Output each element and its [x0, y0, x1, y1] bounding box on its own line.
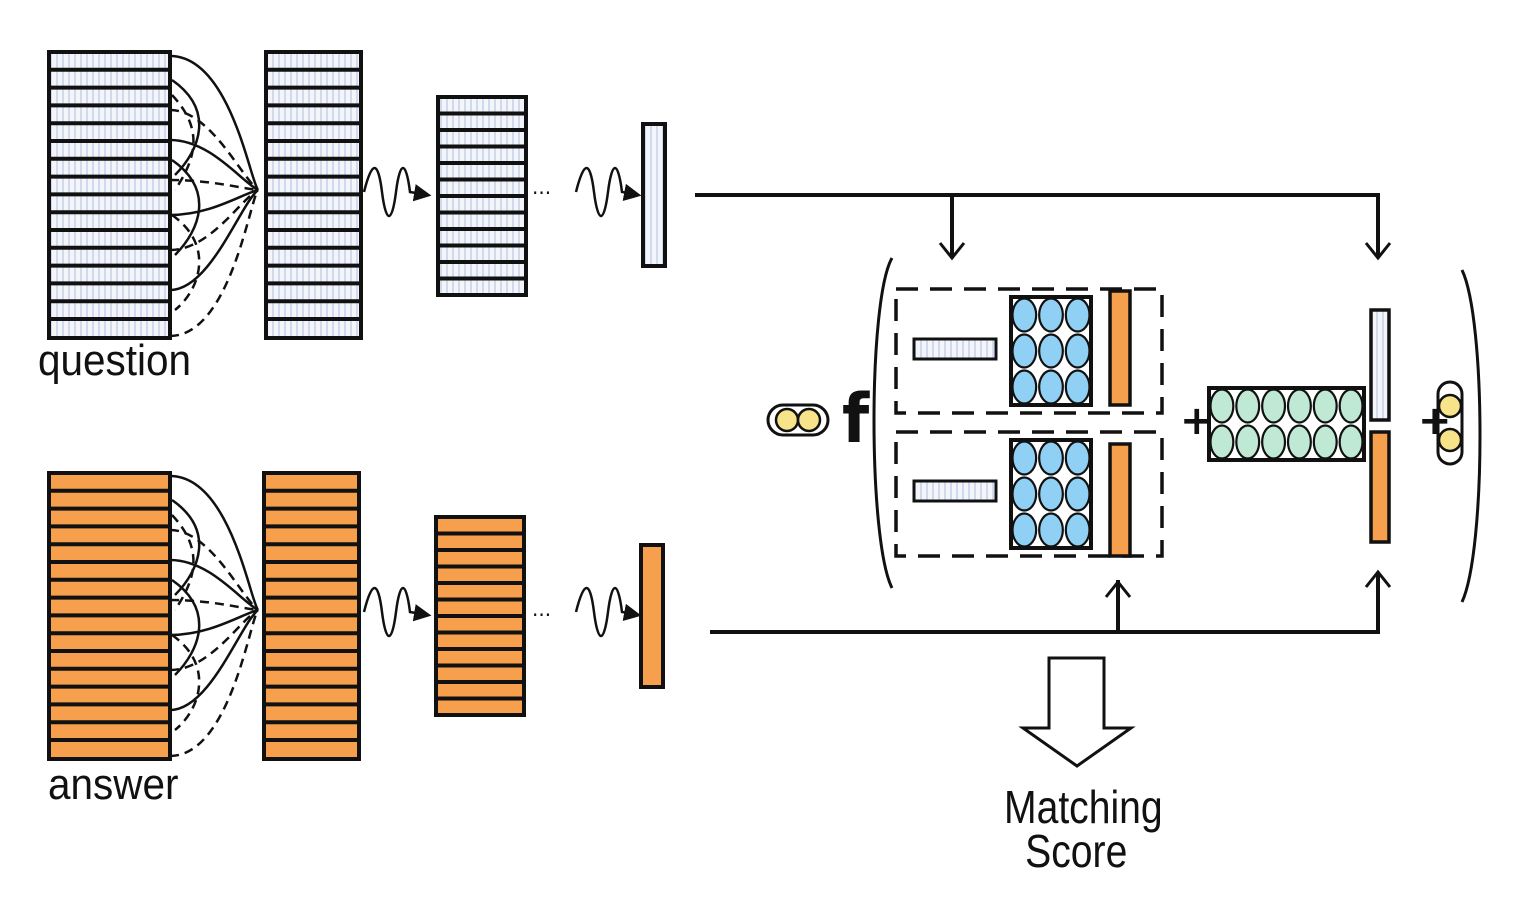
question-routing-arrowheads — [938, 242, 1392, 261]
left-parenthesis — [872, 257, 894, 589]
answer-squiggle-arrow-2 — [574, 587, 642, 637]
answer-conv-matrix — [262, 471, 361, 761]
plus-sign: + — [1180, 398, 1214, 444]
tensor-icon — [1009, 295, 1093, 407]
answer-routing-lines — [710, 572, 1380, 634]
question-conv-connections — [169, 54, 260, 338]
answer-pool-matrix — [434, 515, 526, 717]
answer-vector — [639, 543, 665, 689]
matching-score-line2: Score — [1025, 825, 1128, 877]
answer-vector-slice — [1108, 442, 1132, 558]
matching-score-label: Matching Score — [1004, 781, 1163, 877]
tensor-slice-top — [894, 287, 1164, 415]
answer-conv-connections — [169, 474, 260, 758]
question-ellipsis: ··· — [532, 181, 551, 205]
bias-icon — [1436, 380, 1464, 466]
tensor-slice-bottom — [894, 430, 1164, 558]
answer-vector-slice — [1108, 289, 1132, 407]
question-pool-matrix — [436, 95, 528, 297]
right-parenthesis — [1460, 269, 1482, 603]
answer-label: answer — [48, 760, 179, 809]
answer-ellipsis: ··· — [532, 603, 551, 627]
answer-squiggle-arrow-1 — [362, 587, 432, 637]
output-down-arrow — [1018, 656, 1136, 768]
weight-icon — [1207, 386, 1366, 462]
question-vector-transposed — [912, 337, 998, 361]
question-label: question — [38, 336, 192, 385]
question-input-matrix — [47, 50, 172, 340]
plus-sign: + — [1418, 398, 1452, 444]
question-vector-transposed — [912, 479, 998, 503]
question-conv-matrix — [264, 50, 363, 340]
answer-routing-arrowheads — [1104, 569, 1392, 598]
question-squiggle-arrow-2 — [574, 167, 642, 217]
activation-unit-icon — [766, 403, 830, 437]
answer-input-matrix — [47, 471, 172, 761]
matching-score-line1: Matching — [1004, 781, 1163, 833]
tensor-icon — [1009, 438, 1093, 550]
concatenated-vector — [1369, 308, 1391, 544]
question-vector — [641, 122, 667, 268]
question-routing-lines — [695, 193, 1380, 258]
function-label: f — [842, 380, 870, 459]
question-squiggle-arrow-1 — [362, 167, 432, 217]
